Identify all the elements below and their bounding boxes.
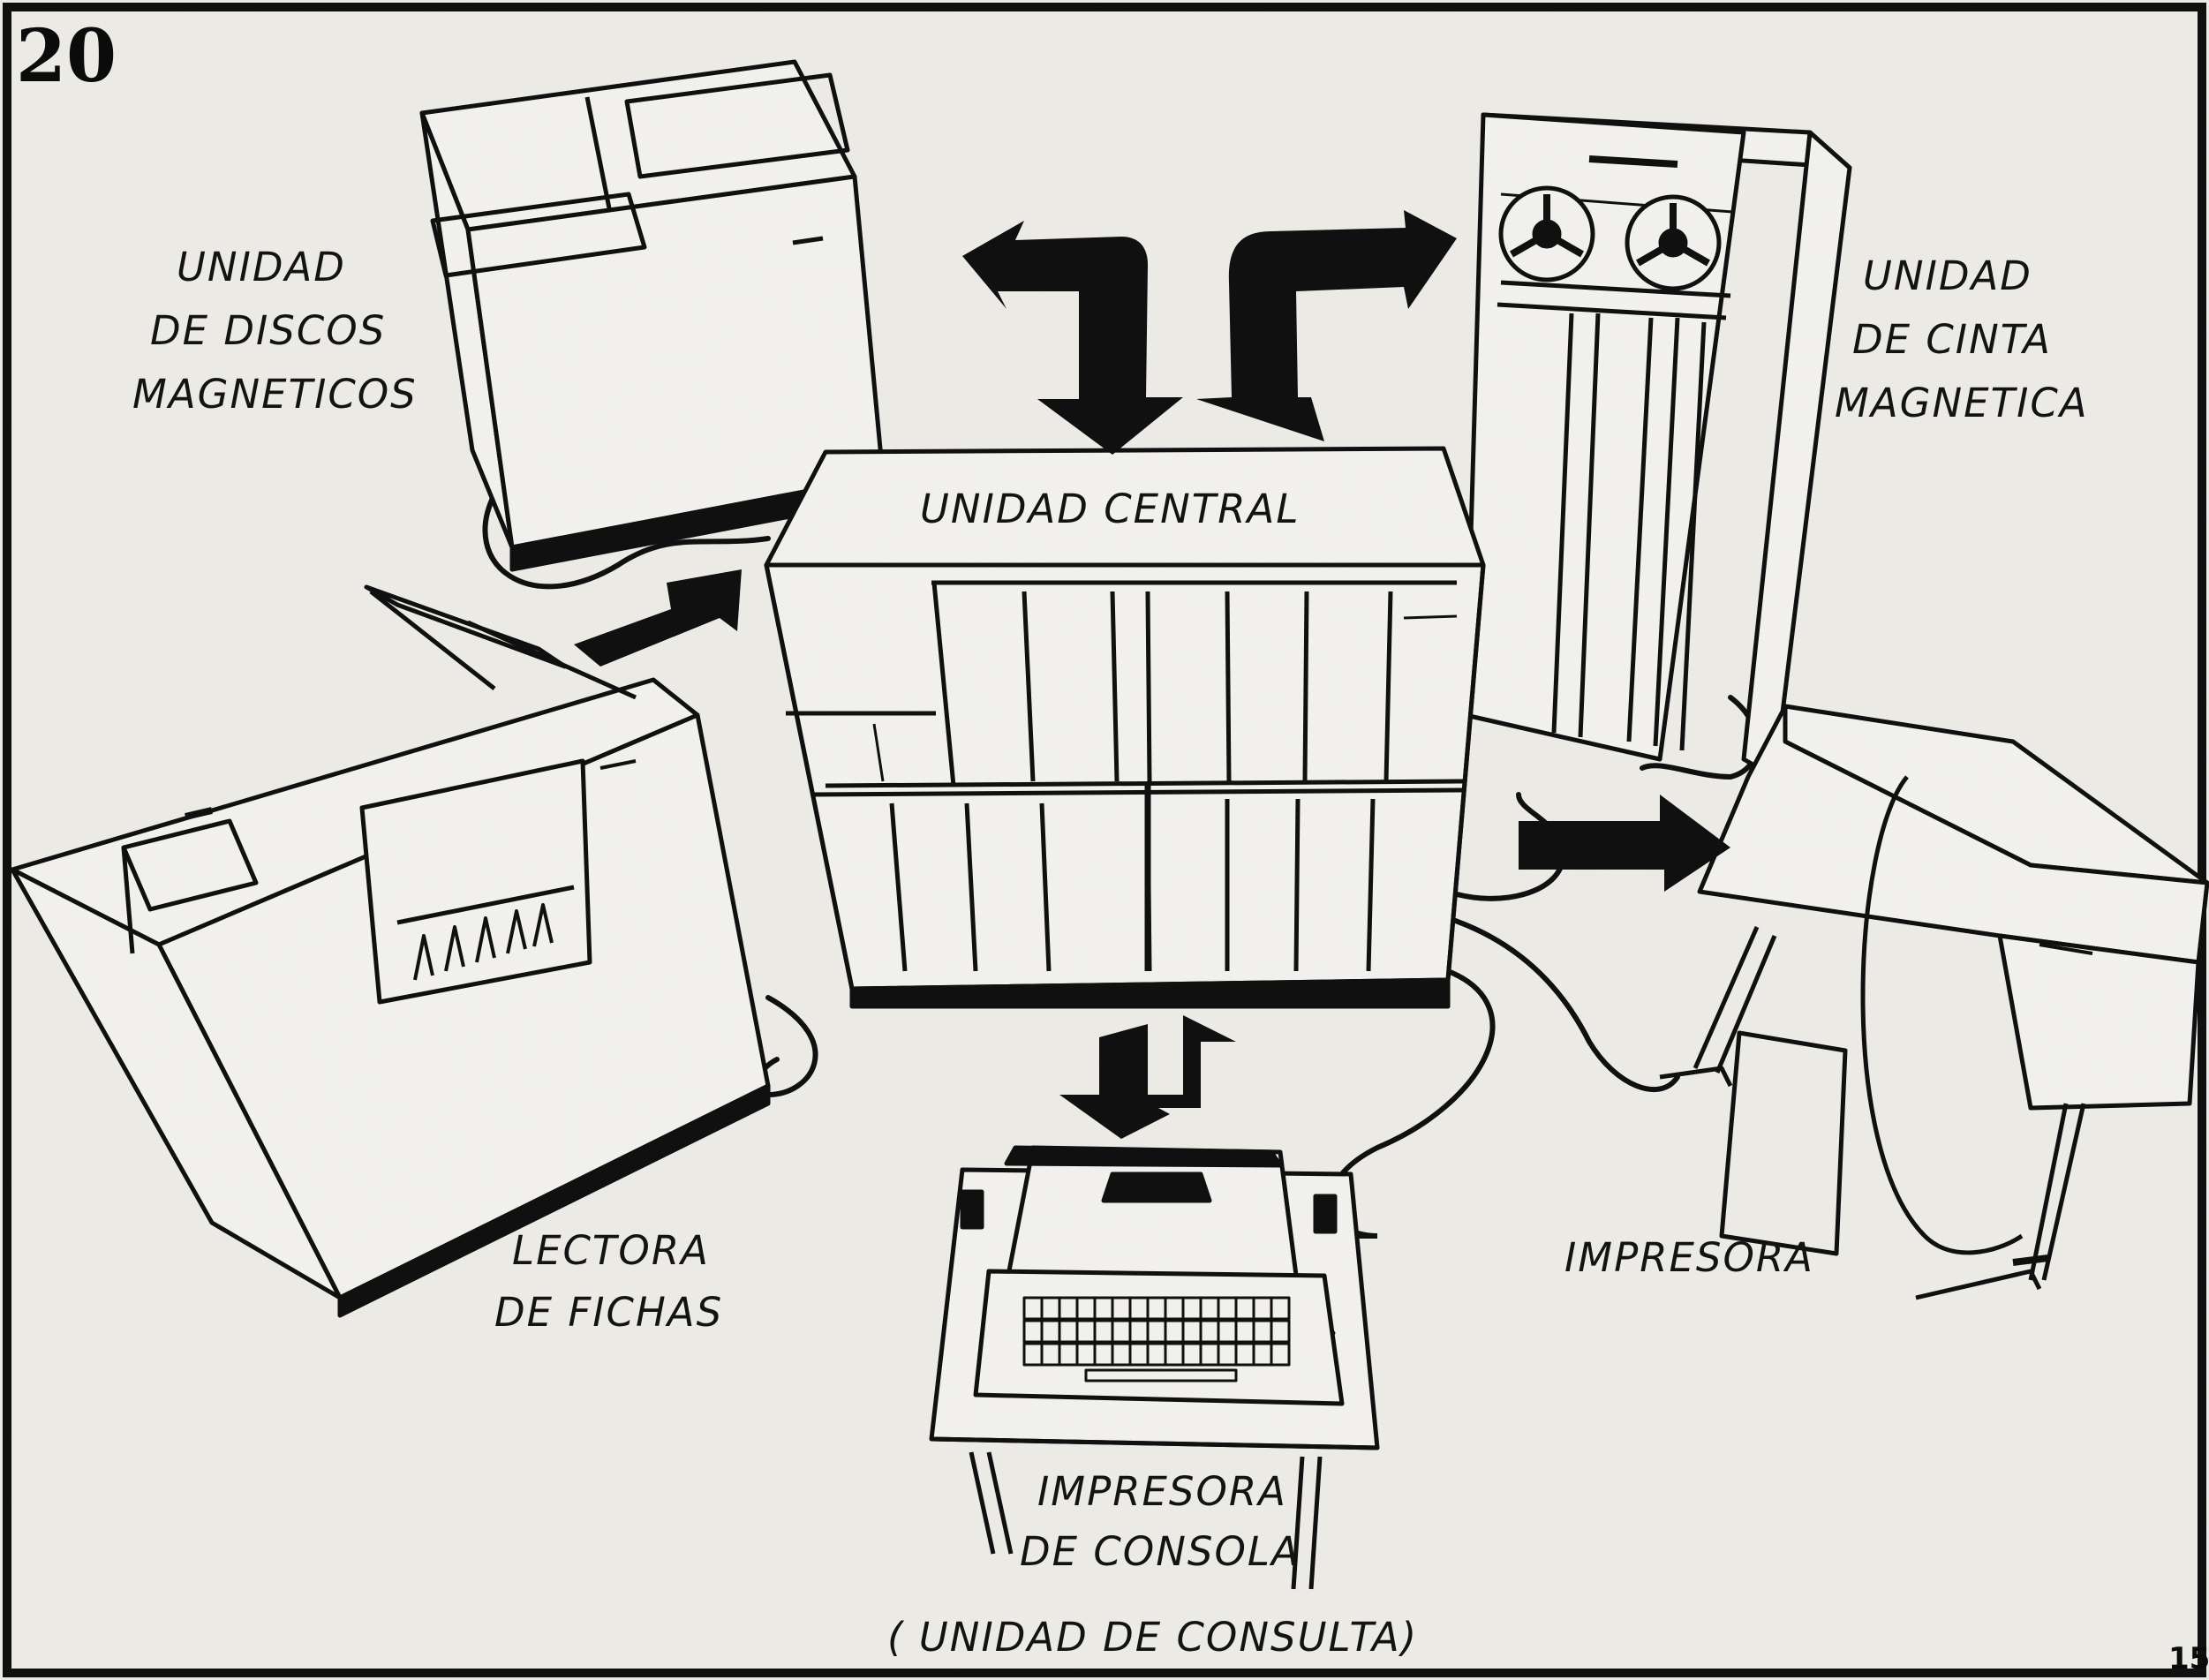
- paper-texture: [0, 0, 2209, 1680]
- diagram-stage: 20: [0, 0, 2209, 1680]
- computer-system-diagram: 20: [0, 0, 2209, 1680]
